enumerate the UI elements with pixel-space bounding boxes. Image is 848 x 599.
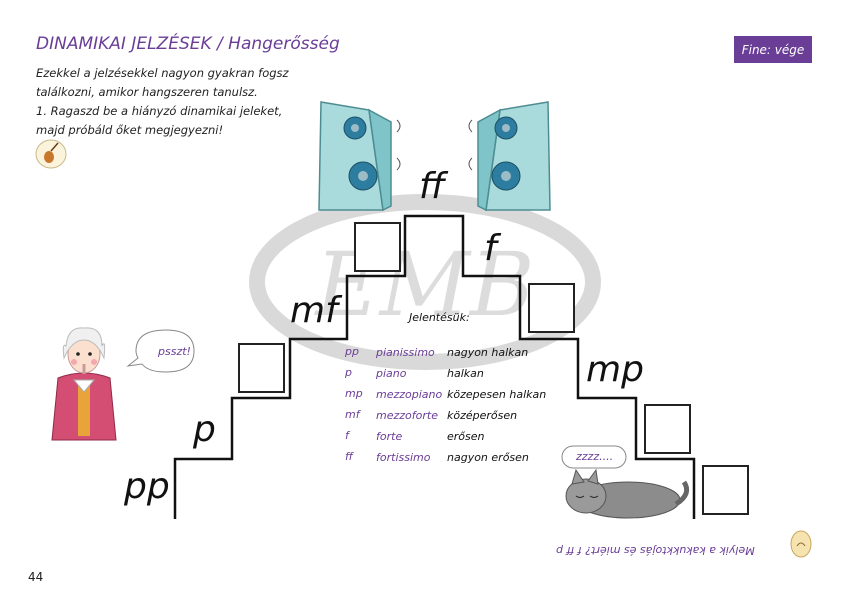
sticker-slot[interactable]: [528, 283, 575, 333]
meaning-sign: mf: [345, 408, 360, 421]
cat-bubble-text: zzzz....: [576, 450, 614, 463]
cuckoo-question: Melyik a kakukktojás és miért? f ff p: [556, 544, 755, 557]
meaning-text: nagyon erősen: [447, 451, 529, 464]
instructions: Ezekkel a jelzésekkel nagyon gyakran fog…: [36, 64, 289, 140]
sticker-slot[interactable]: [644, 404, 691, 454]
level-p-label: p: [193, 409, 216, 450]
meaning-name: mezzopiano: [376, 388, 443, 401]
meaning-sign: ff: [345, 450, 353, 463]
violin-icon: [35, 139, 67, 169]
intro-line: találkozni, amikor hangszeren tanulsz.: [36, 85, 258, 99]
sleeping-cat-illustration: [565, 468, 690, 519]
meaning-name: mezzoforte: [376, 409, 438, 422]
intro-line: 1. Ragaszd be a hiányzó dinamikai jeleke…: [36, 104, 283, 118]
meaning-text: halkan: [447, 367, 484, 380]
watermark-text: EMB: [313, 233, 534, 336]
intro-line: Ezekkel a jelzésekkel nagyon gyakran fog…: [36, 66, 289, 80]
meaning-name: forte: [376, 430, 403, 443]
meanings-heading: Jelentésük:: [409, 311, 470, 324]
meaning-text: közepesen halkan: [447, 388, 547, 401]
meaning-sign: mp: [345, 387, 363, 400]
egg-icon: [790, 530, 812, 558]
meaning-text: középerősen: [447, 409, 518, 422]
page-title: DINAMIKAI JELZÉSEK / Hangerősség: [36, 34, 340, 54]
fine-badge: Fine: vége: [734, 36, 812, 63]
mozart-bubble-text: psszt!: [158, 345, 191, 358]
level-mp-label: mp: [586, 349, 644, 390]
meaning-text: erősen: [447, 430, 485, 443]
meaning-text: nagyon halkan: [447, 346, 529, 359]
meaning-sign: p: [345, 366, 352, 379]
cat-speech-bubble: [561, 445, 627, 469]
level-mf-label: mf: [290, 290, 338, 331]
page-number: 44: [28, 570, 44, 584]
sticker-slot[interactable]: [702, 465, 749, 515]
level-pp-label: pp: [124, 466, 170, 507]
meaning-sign: f: [345, 429, 349, 442]
level-ff-label: ff: [419, 166, 445, 207]
mozart-speech-bubble: [126, 329, 195, 373]
sticker-slot[interactable]: [238, 343, 285, 393]
intro-line: majd próbáld őket megjegyezni!: [36, 123, 224, 137]
speaker-right-icon: [468, 101, 551, 212]
mozart-illustration: [51, 327, 117, 441]
meaning-name: fortissimo: [376, 451, 431, 464]
speaker-left-icon: [318, 101, 401, 212]
level-f-label: f: [484, 228, 497, 269]
sticker-slot[interactable]: [354, 222, 401, 272]
meaning-name: pianissimo: [376, 346, 435, 359]
meaning-name: piano: [376, 367, 407, 380]
meaning-sign: pp: [345, 345, 359, 358]
